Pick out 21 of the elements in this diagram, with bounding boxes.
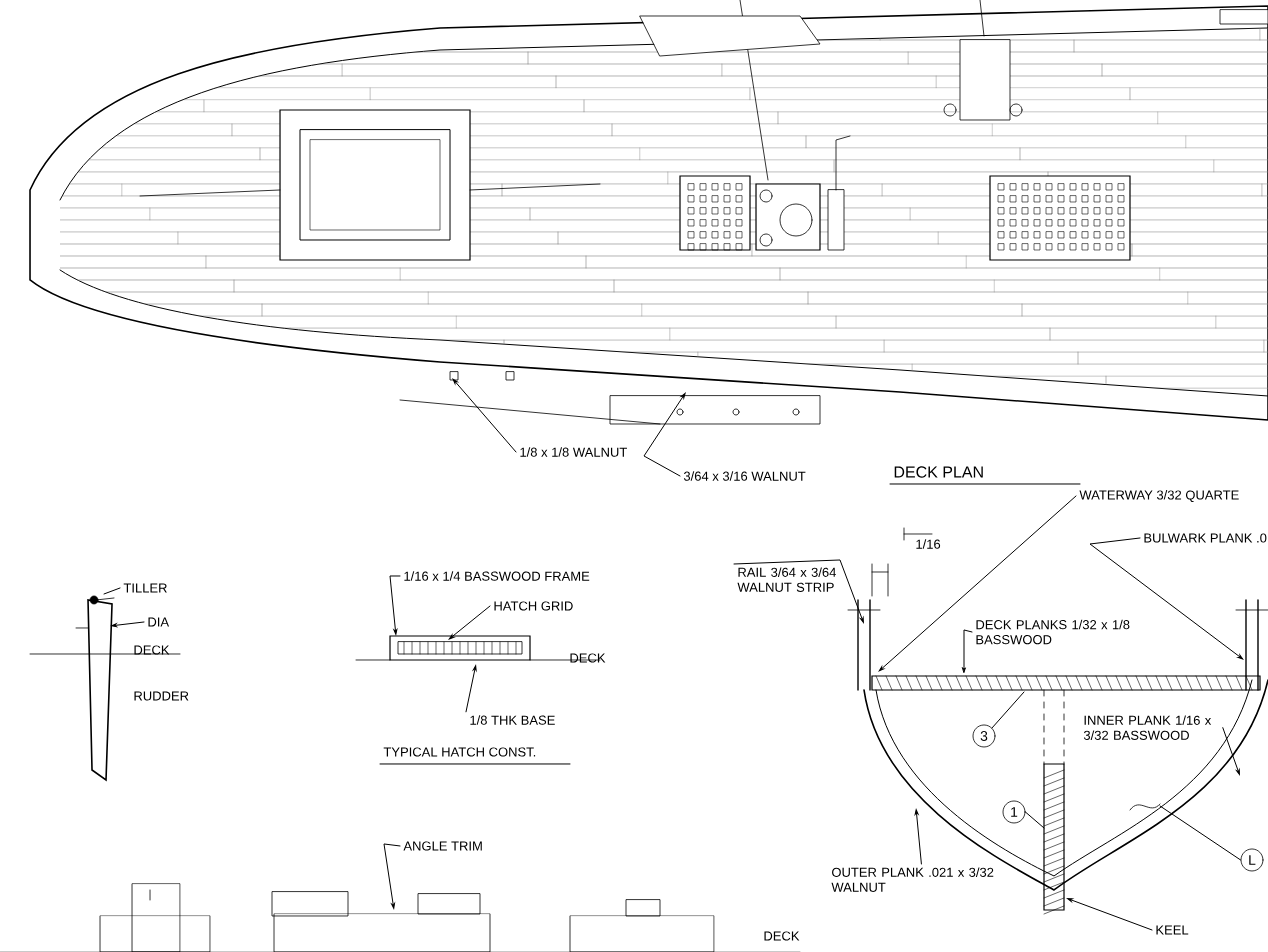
leader-line xyxy=(1159,805,1242,861)
leader-line xyxy=(1067,898,1153,931)
leader-line xyxy=(991,691,1025,729)
leader-line xyxy=(733,559,864,623)
leader-line xyxy=(452,378,517,453)
leader-line xyxy=(962,629,973,673)
leader-line xyxy=(914,809,922,865)
leader-line xyxy=(465,665,477,713)
leader-line xyxy=(1024,811,1045,829)
leader-line xyxy=(111,621,145,628)
leader-line xyxy=(878,495,1077,672)
leader-line xyxy=(1089,537,1244,660)
hatch-frame xyxy=(389,635,531,661)
rudder-drawing xyxy=(75,595,115,782)
view-title: DECK PLAN xyxy=(894,466,983,478)
leader-line xyxy=(1222,727,1240,775)
leader-line xyxy=(383,843,401,909)
leader-line xyxy=(448,605,491,640)
leader-line xyxy=(103,587,121,595)
leader-line xyxy=(643,392,686,477)
leader-line xyxy=(389,575,401,635)
